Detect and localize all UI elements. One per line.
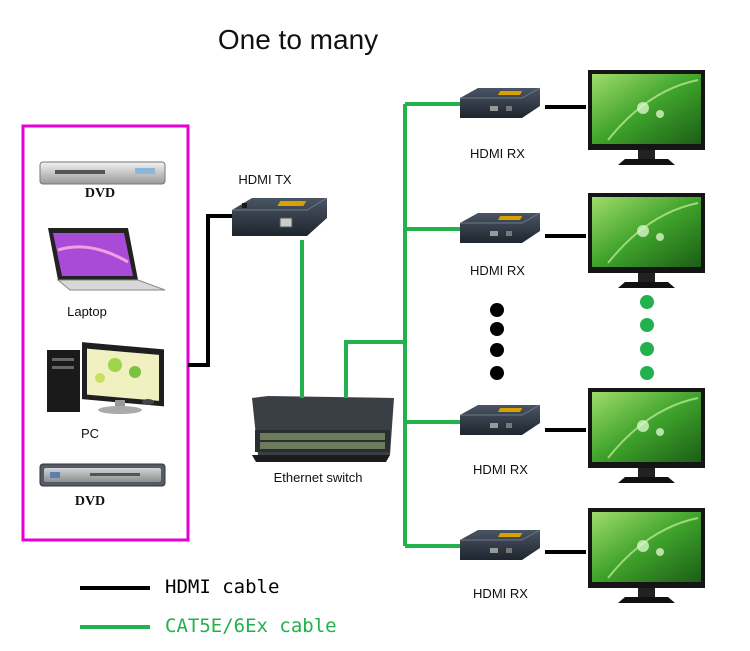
source-label-laptop: Laptop [67,304,107,319]
diagram-title: One to many [217,24,379,55]
ellipsis-dots-black [490,303,504,380]
source-label-dvd: DVD [74,494,106,509]
monitor-icon [587,507,706,604]
rx-label: HDMI RX [470,263,525,278]
pc-icon [47,342,164,414]
cat-cable-line [344,340,405,398]
rx-label: HDMI RX [473,586,528,601]
laptop-icon [48,228,166,291]
dvd-player-icon [39,463,166,487]
legend-cat-label: CAT5E/6Ex cable [165,615,337,637]
switch-label: Ethernet switch [273,470,363,485]
source-label-dvd: DVD [84,186,116,201]
source-group-frame [21,124,190,542]
source-label-pc: PC [80,426,100,441]
ethernet-switch-device [252,396,394,462]
ellipsis-dots-green [640,295,654,380]
tx-label: HDMI TX [238,172,292,187]
dvd-player-icon [39,161,166,185]
rx-label: HDMI RX [473,462,528,477]
hdmi-rx-device [459,529,541,561]
hdmi-cable-line [188,214,232,367]
monitor-icon [587,69,706,166]
rx-label: HDMI RX [470,146,525,161]
legend-hdmi-label: HDMI cable [165,576,280,598]
hdmi-rx-device [459,212,541,244]
hdmi-rx-device [459,87,541,119]
monitor-icon [587,387,706,484]
monitor-icon [587,192,706,289]
hdmi-rx-device [459,404,541,436]
hdmi-tx-device [232,197,328,236]
